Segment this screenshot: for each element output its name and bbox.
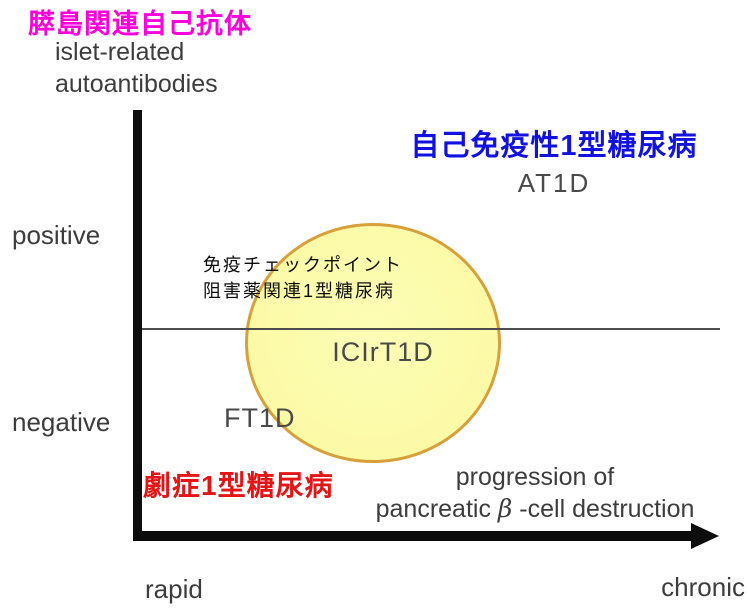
- diagram-title-japanese: 膵島関連自己抗体: [28, 9, 252, 39]
- y-axis-title: islet-related autoantibodies: [55, 36, 275, 100]
- y-axis-negative-label: negative: [12, 407, 111, 437]
- x-axis-arrowhead-icon: [691, 523, 719, 549]
- icirt1d-name-line1: 免疫チェックポイント: [203, 255, 403, 275]
- x-axis-caption: progression of pancreatic β -cell destru…: [325, 462, 745, 525]
- ft1d-name-japanese: 劇症1型糖尿病: [143, 470, 334, 501]
- x-axis-caption-line2-pre: pancreatic: [375, 495, 498, 523]
- y-axis-title-line1: islet-related: [55, 38, 185, 66]
- antibody-threshold-line: [142, 328, 720, 330]
- icirt1d-name-line2: 阻害薬関連1型糖尿病: [203, 281, 396, 301]
- icirt1d-circle: [245, 223, 501, 463]
- y-axis-title-line2: autoantibodies: [55, 70, 218, 98]
- ft1d-abbreviation: FT1D: [224, 403, 296, 433]
- x-axis-line: [133, 531, 693, 541]
- at1d-abbreviation: AT1D: [517, 168, 591, 198]
- beta-symbol: β: [497, 494, 513, 523]
- y-axis-positive-label: positive: [12, 220, 101, 250]
- x-axis-chronic-label: chronic: [661, 572, 745, 602]
- at1d-name-japanese: 自己免疫性1型糖尿病: [410, 130, 698, 162]
- x-axis-caption-line2: pancreatic β -cell destruction: [325, 493, 745, 525]
- x-axis-caption-line1: progression of: [455, 463, 615, 491]
- y-axis-line: [133, 110, 142, 541]
- at1d-label-group: 自己免疫性1型糖尿病 AT1D: [388, 122, 720, 199]
- icirt1d-abbreviation: ICIrT1D: [332, 337, 434, 367]
- x-axis-rapid-label: rapid: [145, 574, 203, 604]
- icirt1d-name-japanese: 免疫チェックポイント 阻害薬関連1型糖尿病: [203, 252, 433, 304]
- x-axis-caption-line2-post: -cell destruction: [512, 495, 695, 523]
